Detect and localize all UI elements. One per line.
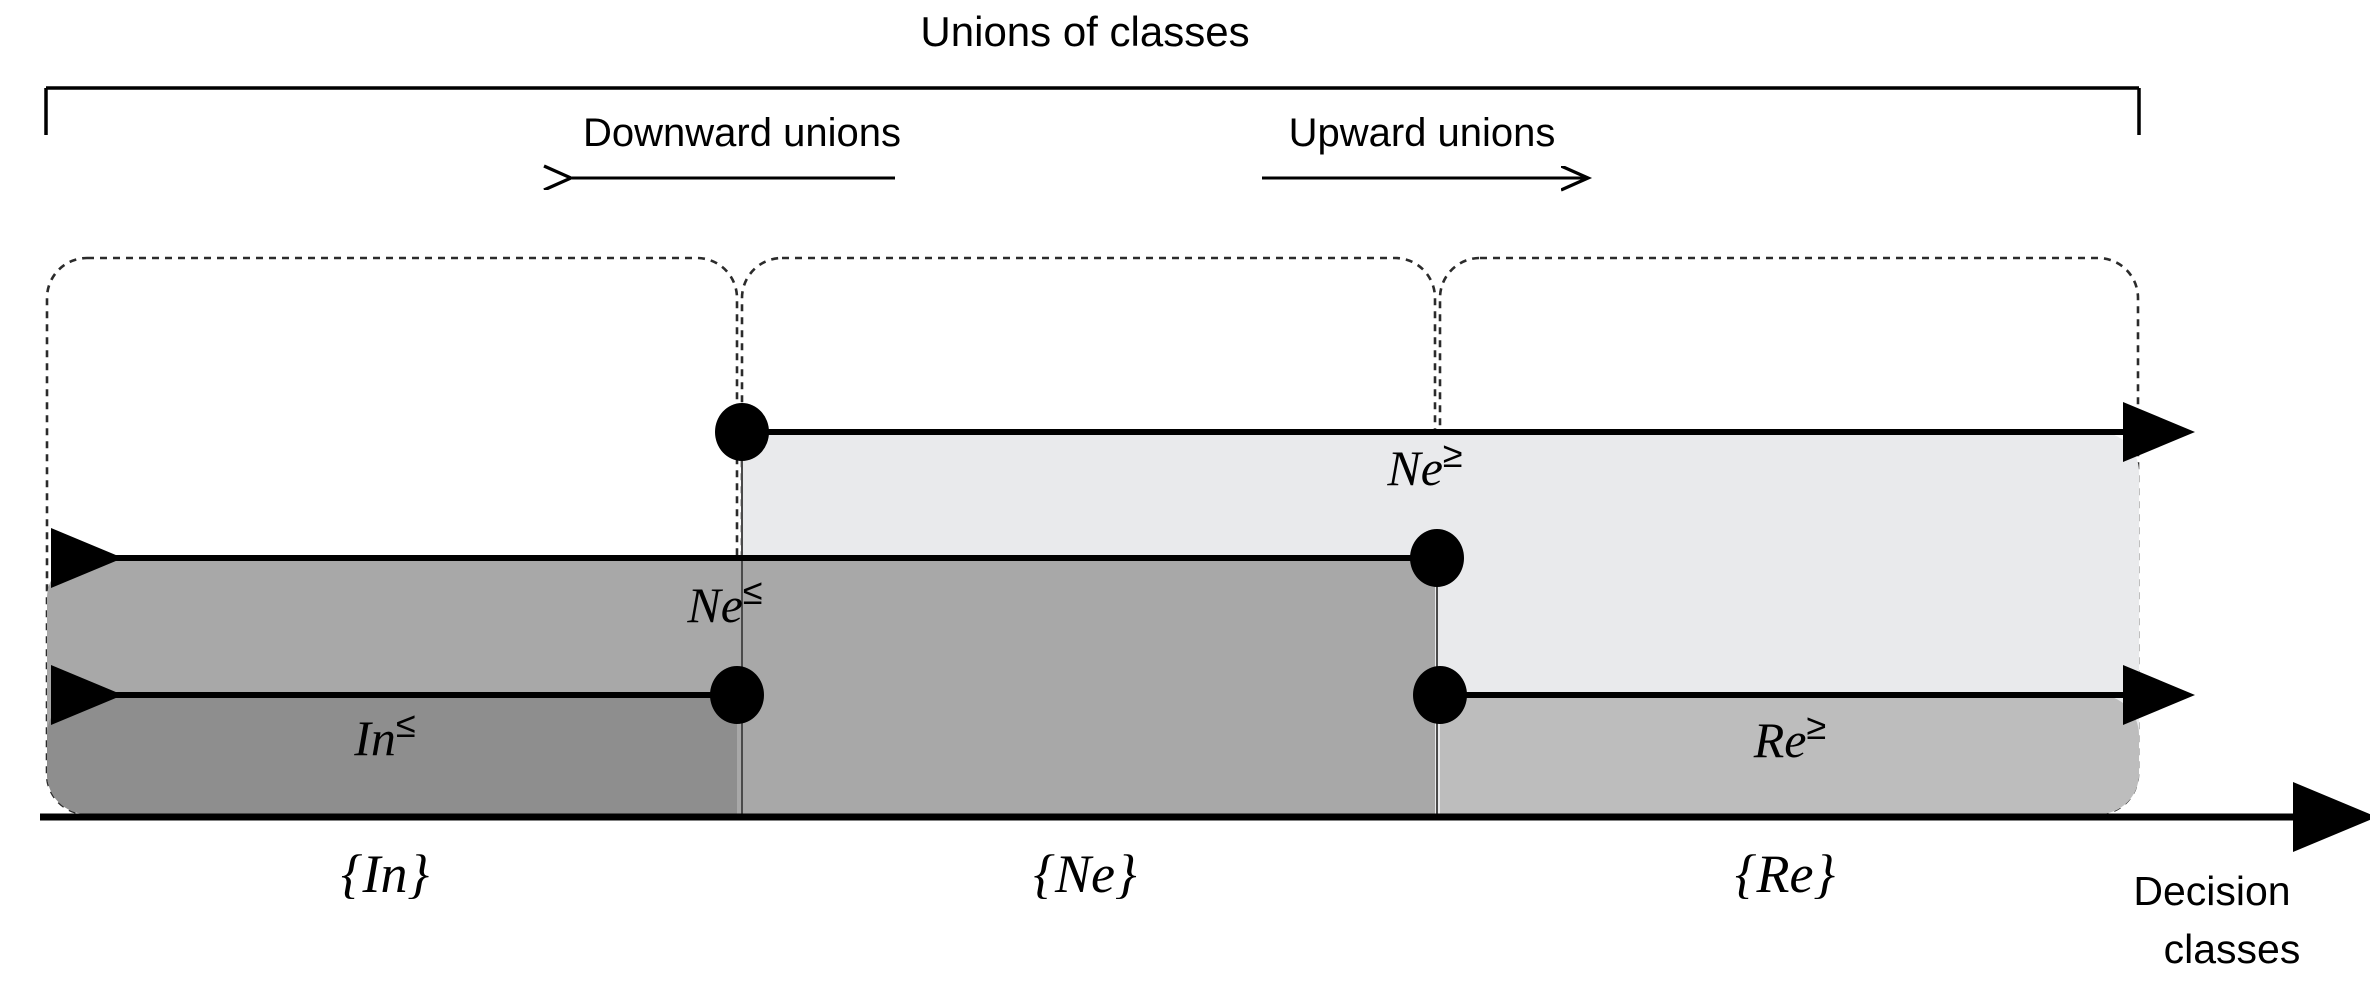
downward-unions-label: Downward unions	[583, 111, 901, 155]
class-label-ne: {Ne}	[1033, 844, 1137, 904]
origin-dot-re-ge	[1413, 666, 1467, 724]
union-label-ne-le-relation: ≤	[743, 571, 763, 612]
class-label-in: {In}	[341, 844, 430, 904]
class-container-in	[45, 256, 739, 816]
union-band-in-le	[47, 695, 737, 814]
class-label-re: {Re}	[1735, 844, 1836, 904]
union-arrow-in-le	[50, 665, 764, 725]
union-label-in-le: In≤	[353, 704, 415, 766]
svg-text:Re≥: Re≥	[1753, 706, 1827, 768]
union-arrow-re-ge	[1413, 665, 2195, 725]
union-label-re-ge: Re≥	[1753, 706, 1827, 768]
svg-text:Ne≤: Ne≤	[686, 571, 762, 633]
union-label-re-ge-base: Re	[1753, 712, 1807, 768]
axis-caption-line1: Decision	[2133, 868, 2290, 914]
union-label-in-le-relation: ≤	[396, 704, 416, 745]
page-title: Unions of classes	[920, 8, 1249, 55]
upward-unions-label: Upward unions	[1289, 111, 1556, 155]
union-label-ne-le: Ne≤	[686, 571, 762, 633]
union-label-re-ge-relation: ≥	[1806, 706, 1826, 747]
union-label-ne-le-base: Ne	[686, 577, 743, 633]
axis-caption-line2: classes	[2164, 926, 2301, 972]
union-label-ne-ge-relation: ≥	[1443, 434, 1463, 475]
union-arrow-ne-ge	[715, 402, 2195, 462]
origin-dot-ne-le	[1410, 529, 1464, 587]
origin-dot-in-le	[710, 666, 764, 724]
svg-text:In≤: In≤	[353, 704, 415, 766]
union-band-re-ge	[1440, 695, 2139, 814]
span-bracket	[44, 86, 2141, 135]
union-label-ne-ge-base: Ne	[1386, 440, 1443, 496]
union-arrow-ne-le	[50, 528, 1464, 588]
svg-text:Ne≥: Ne≥	[1386, 434, 1462, 496]
origin-dot-ne-ge	[715, 403, 769, 461]
union-label-in-le-base: In	[353, 710, 396, 766]
union-label-ne-ge: Ne≥	[1386, 434, 1462, 496]
